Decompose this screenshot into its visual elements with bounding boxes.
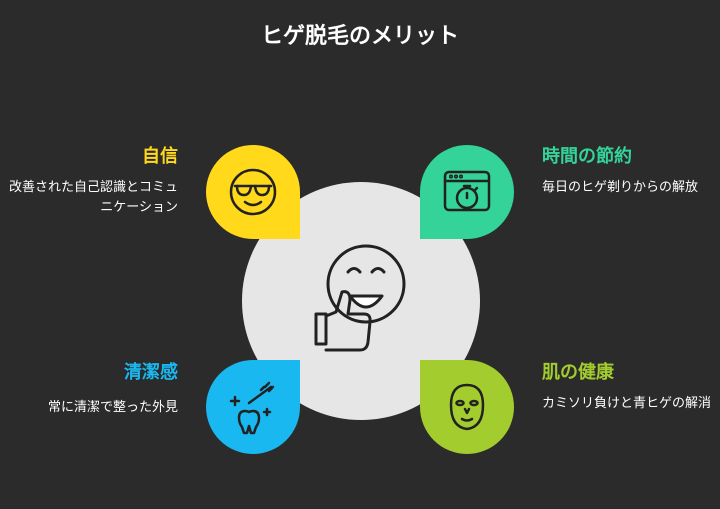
confidence-petal (206, 145, 300, 239)
confidence-heading: 自信 (142, 146, 178, 167)
confidence-description: 改善された自己認識とコミュニケーション (8, 180, 178, 215)
page-title: ヒゲ脱毛のメリット (260, 24, 459, 49)
stopwatch-window-icon (443, 170, 491, 212)
smiley-thumbs-up-icon (302, 242, 418, 362)
cleanliness-heading: 清潔感 (124, 362, 178, 383)
skin-health-petal (420, 360, 514, 454)
skin-health-description: カミソリ負けと青ヒゲの解消 (542, 396, 712, 411)
toothbrush-sparkle-icon (229, 381, 275, 435)
cleanliness-description: 常に清潔で整った外見 (47, 400, 178, 415)
sunglasses-face-icon (229, 168, 277, 216)
cleanliness-petal (206, 360, 300, 454)
skin-health-heading: 肌の健康 (542, 362, 614, 383)
time-saving-heading: 時間の節約 (542, 146, 632, 167)
time-saving-description: 毎日のヒゲ剃りからの解放 (542, 180, 699, 195)
face-mask-icon (449, 383, 485, 431)
time-saving-petal (420, 145, 514, 239)
